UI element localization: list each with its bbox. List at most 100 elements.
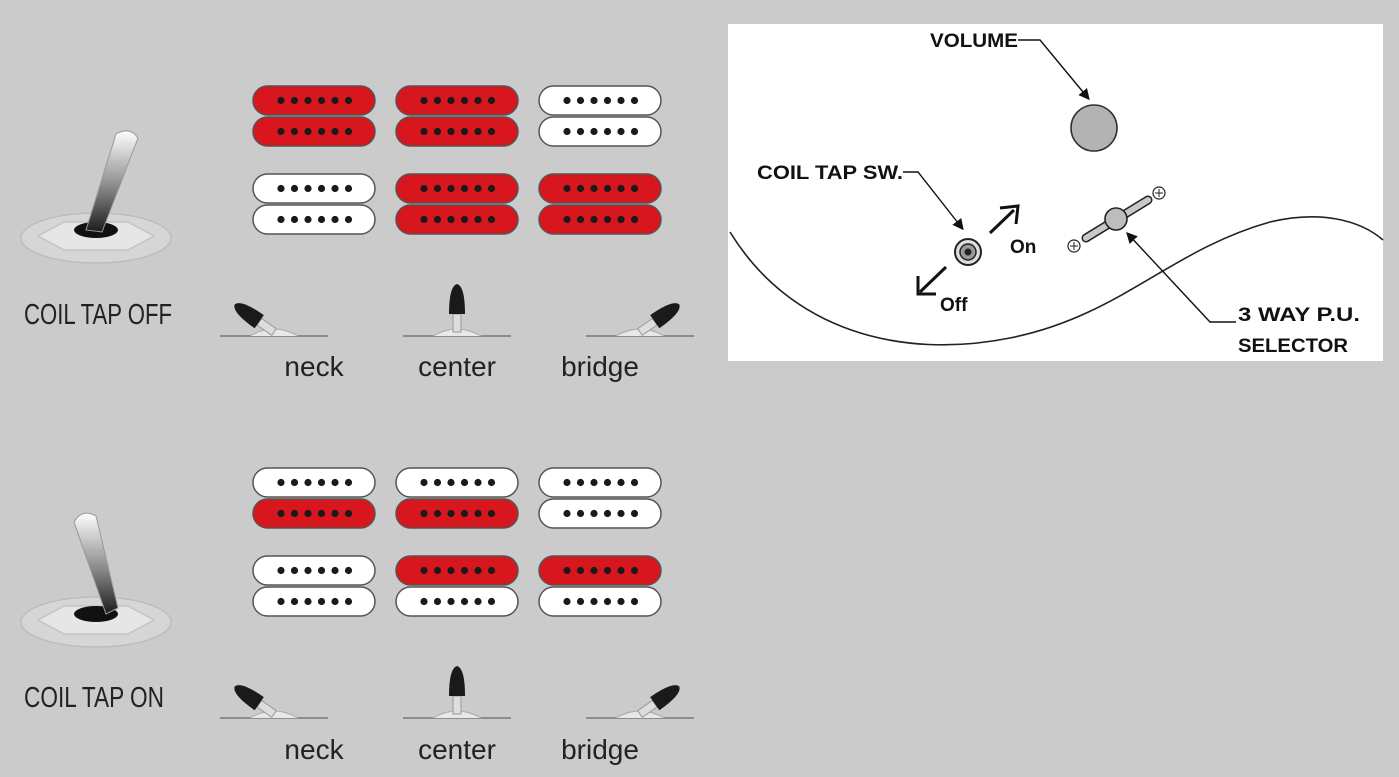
pole-piece bbox=[277, 597, 285, 606]
pickup-grid bbox=[252, 467, 662, 617]
body-outline bbox=[729, 216, 1384, 346]
position-label-center: center bbox=[418, 734, 496, 765]
pole-piece bbox=[487, 509, 496, 518]
pole-piece bbox=[563, 597, 571, 606]
inactive-coil bbox=[395, 467, 519, 498]
pole-piece bbox=[630, 597, 639, 606]
pole-piece bbox=[563, 566, 571, 575]
pole-piece bbox=[447, 215, 455, 224]
humbucker-pickup-icon bbox=[395, 467, 519, 529]
pole-piece bbox=[317, 127, 326, 136]
pole-piece bbox=[420, 509, 428, 518]
selector-lever-neck-icon bbox=[220, 685, 328, 719]
pole-piece bbox=[420, 597, 428, 606]
active-coil bbox=[538, 173, 662, 204]
pole-piece bbox=[487, 566, 496, 575]
pole-piece bbox=[420, 478, 428, 487]
pole-piece bbox=[317, 478, 326, 487]
pole-piece bbox=[433, 566, 442, 575]
pole-piece bbox=[460, 478, 469, 487]
pole-piece bbox=[617, 597, 625, 606]
toggle-switch-icon bbox=[20, 130, 172, 264]
control-diagram: VOLUME COIL TAP SW. On Off bbox=[728, 24, 1384, 361]
section-label: COIL TAP OFF bbox=[24, 299, 172, 331]
pole-piece bbox=[290, 478, 299, 487]
pole-piece bbox=[487, 96, 496, 105]
pole-piece bbox=[277, 566, 285, 575]
pole-piece bbox=[563, 127, 571, 136]
pole-piece bbox=[590, 127, 598, 136]
inactive-coil bbox=[252, 467, 376, 498]
pole-piece bbox=[563, 215, 571, 224]
pole-piece bbox=[590, 509, 598, 518]
pole-piece bbox=[344, 566, 353, 575]
pole-piece bbox=[290, 566, 299, 575]
pole-piece bbox=[617, 566, 625, 575]
pole-piece bbox=[474, 597, 482, 606]
inactive-coil bbox=[395, 586, 519, 617]
pole-piece bbox=[474, 127, 482, 136]
humbucker-pickup-icon bbox=[538, 555, 662, 617]
active-coil bbox=[252, 498, 376, 529]
inactive-coil bbox=[538, 467, 662, 498]
active-coil bbox=[538, 555, 662, 586]
pole-piece bbox=[331, 127, 339, 136]
pole-piece bbox=[603, 509, 612, 518]
pole-piece bbox=[576, 478, 585, 487]
section-label: COIL TAP ON bbox=[24, 682, 164, 714]
pole-piece bbox=[447, 96, 455, 105]
position-label-neck: neck bbox=[284, 734, 344, 765]
pole-piece bbox=[344, 597, 353, 606]
active-coil bbox=[395, 204, 519, 235]
pole-piece bbox=[277, 96, 285, 105]
pole-piece bbox=[563, 184, 571, 193]
toggle-switch-icon bbox=[20, 512, 172, 648]
position-label-center: center bbox=[418, 351, 496, 382]
position-label-bridge: bridge bbox=[561, 351, 639, 382]
inactive-coil bbox=[252, 555, 376, 586]
pole-piece bbox=[474, 566, 482, 575]
active-coil bbox=[395, 173, 519, 204]
pole-piece bbox=[460, 127, 469, 136]
selector-lever-center-icon bbox=[403, 284, 511, 337]
pole-piece bbox=[317, 566, 326, 575]
pole-piece bbox=[433, 215, 442, 224]
pole-piece bbox=[433, 184, 442, 193]
pole-piece bbox=[563, 96, 571, 105]
pole-piece bbox=[277, 478, 285, 487]
pole-piece bbox=[447, 184, 455, 193]
pole-piece bbox=[290, 96, 299, 105]
pole-piece bbox=[617, 127, 625, 136]
pole-piece bbox=[603, 597, 612, 606]
pole-piece bbox=[603, 566, 612, 575]
off-arrow-icon bbox=[916, 265, 948, 296]
inactive-coil bbox=[538, 498, 662, 529]
pole-piece bbox=[603, 96, 612, 105]
pole-piece bbox=[304, 597, 312, 606]
pole-piece bbox=[433, 509, 442, 518]
pole-piece bbox=[344, 478, 353, 487]
pole-piece bbox=[617, 184, 625, 193]
pole-piece bbox=[433, 96, 442, 105]
off-label: Off bbox=[940, 295, 968, 316]
pole-piece bbox=[576, 215, 585, 224]
pole-piece bbox=[487, 597, 496, 606]
pole-piece bbox=[290, 215, 299, 224]
active-coil bbox=[252, 116, 376, 147]
humbucker-pickup-icon bbox=[538, 173, 662, 235]
pole-piece bbox=[590, 478, 598, 487]
pole-piece bbox=[331, 184, 339, 193]
pole-piece bbox=[590, 96, 598, 105]
pole-piece bbox=[277, 215, 285, 224]
pole-piece bbox=[317, 597, 326, 606]
pole-piece bbox=[433, 597, 442, 606]
pole-piece bbox=[576, 509, 585, 518]
pole-piece bbox=[290, 509, 299, 518]
coil-tap-switch-label: COIL TAP SW. bbox=[757, 163, 903, 184]
pole-piece bbox=[290, 184, 299, 193]
active-coil bbox=[395, 555, 519, 586]
